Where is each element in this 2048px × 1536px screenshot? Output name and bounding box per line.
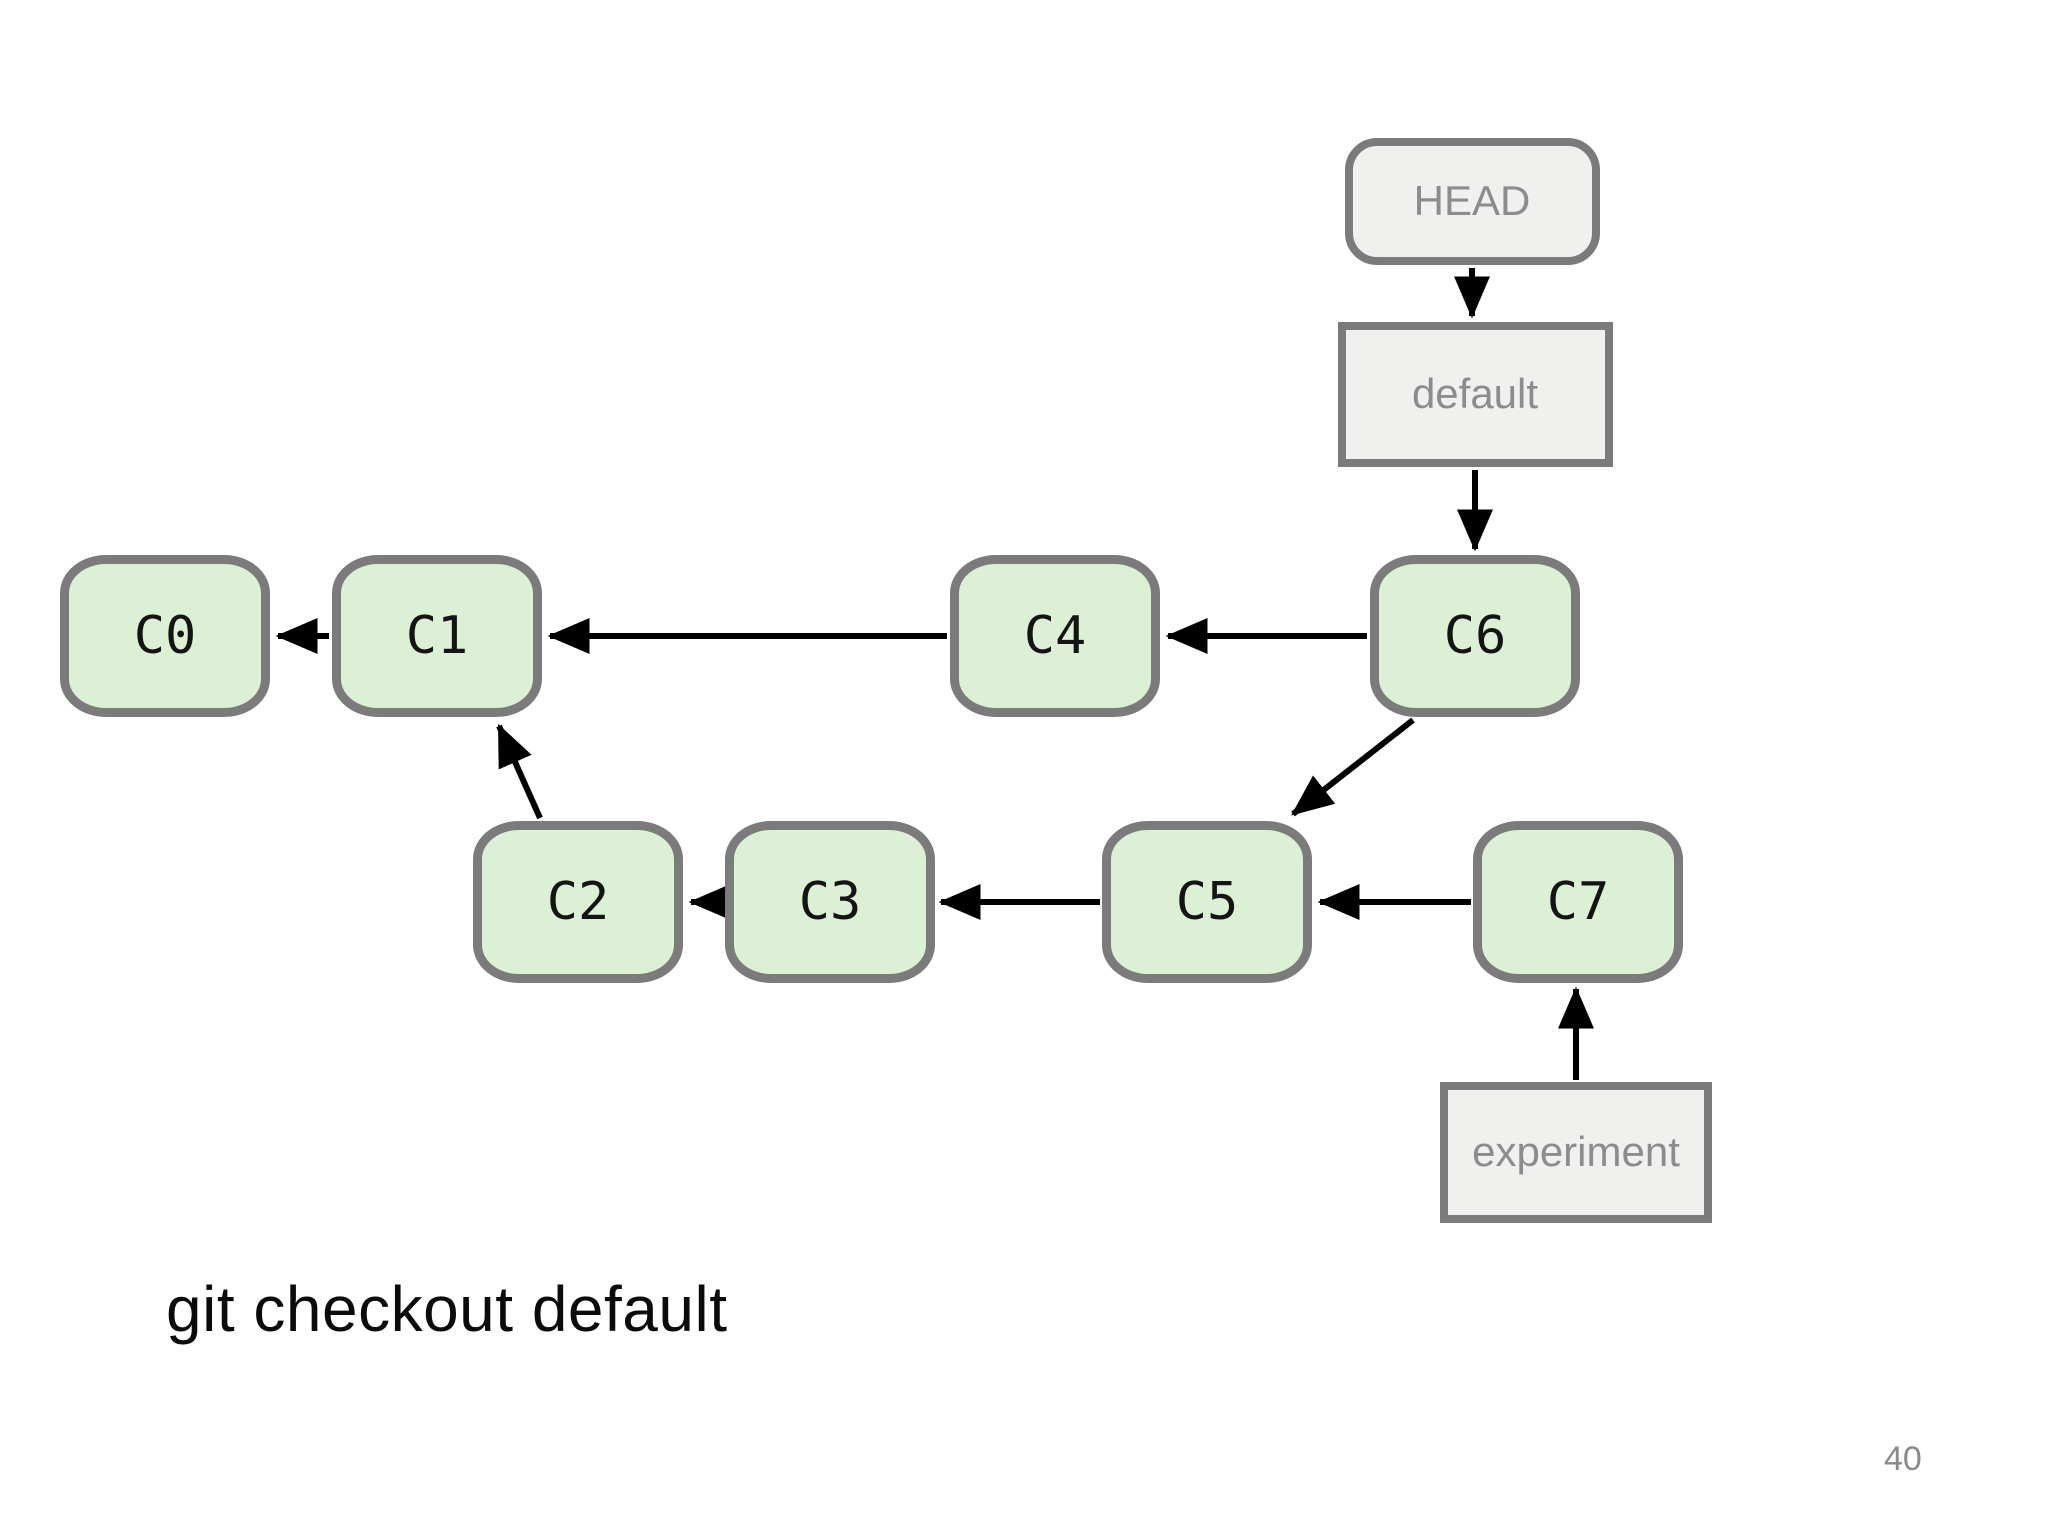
branch-pointer-default: default — [1337, 321, 1613, 467]
arrow-c6-to-c5 — [1291, 717, 1415, 817]
commit-node-c2: C2 — [473, 821, 683, 983]
page-number: 40 — [1884, 1440, 1922, 1478]
head-pointer: HEAD — [1344, 137, 1600, 265]
commit-node-c0: C0 — [60, 555, 270, 717]
commit-node-c1: C1 — [332, 555, 542, 717]
commit-node-c3: C3 — [725, 821, 935, 983]
commit-node-c7: C7 — [1473, 821, 1683, 983]
commit-node-c5: C5 — [1102, 821, 1312, 983]
commit-node-c6: C6 — [1370, 555, 1580, 717]
arrow-c2-to-c1 — [496, 723, 543, 820]
commit-node-c4: C4 — [950, 555, 1160, 717]
slide-caption: git checkout default — [166, 1273, 728, 1345]
branch-pointer-experiment: experiment — [1440, 1081, 1712, 1223]
